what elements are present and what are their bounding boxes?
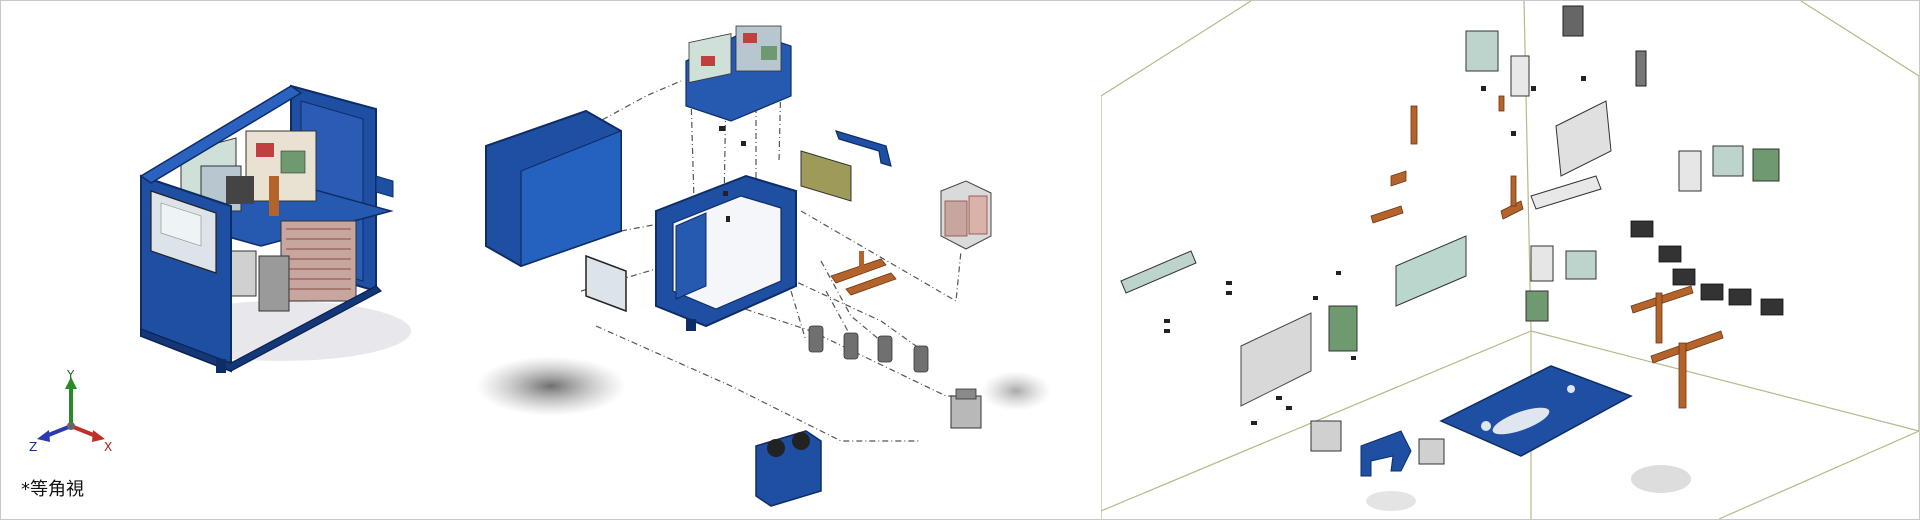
driver-board-3 xyxy=(1525,290,1549,322)
power-module-parts xyxy=(1630,220,1784,316)
heatsink-plate-part xyxy=(1555,100,1612,177)
assembled-cabinet-drawing[interactable]: Y X Z xyxy=(1,1,461,519)
y-axis-arrowhead xyxy=(65,377,77,389)
pcb-stack-exploded xyxy=(685,25,792,122)
perforated-plate-part xyxy=(1240,312,1312,407)
x-axis-arrowhead xyxy=(92,430,105,442)
driver-board-2 xyxy=(1565,250,1597,280)
capacitors-exploded xyxy=(808,325,929,373)
pcb-small-part xyxy=(1328,305,1358,352)
main-frame-exploded xyxy=(655,174,797,331)
busbar-vertical xyxy=(269,176,279,216)
triad-origin xyxy=(67,422,75,430)
module-block-2 xyxy=(1510,55,1530,97)
z-axis-arrow xyxy=(45,424,72,438)
rail-part xyxy=(1530,175,1602,210)
component-spread-panel[interactable] xyxy=(1101,1,1919,519)
io-board-1 xyxy=(1678,150,1702,192)
copper-bracket-parts xyxy=(1370,95,1724,409)
z-axis-label: Z xyxy=(29,440,37,454)
shadow-blob-2 xyxy=(1366,491,1416,511)
y-axis-label: Y xyxy=(66,368,75,382)
driver-board-1 xyxy=(1530,245,1554,282)
display-screen xyxy=(160,202,202,247)
cabinet-base-rail xyxy=(140,285,382,372)
front-display-exploded xyxy=(585,254,627,313)
light-bar-part xyxy=(1120,250,1197,294)
z-axis-arrowhead xyxy=(37,430,50,442)
capacitor-can xyxy=(258,255,290,312)
exploded-assembly-drawing[interactable] xyxy=(461,1,1101,519)
glass-cover-part xyxy=(1395,235,1467,307)
side-mount-tab xyxy=(375,175,394,198)
board-ic-green xyxy=(280,150,306,174)
choke-exploded xyxy=(950,388,982,429)
transformer-small-part xyxy=(1310,420,1342,452)
io-board-3 xyxy=(1752,148,1780,182)
transformer-coil xyxy=(280,220,357,302)
fastener-parts xyxy=(1164,76,1586,425)
component-spread-drawing[interactable] xyxy=(1101,1,1919,519)
orientation-triad[interactable]: Y X Z xyxy=(29,368,112,454)
io-board-2 xyxy=(1712,145,1744,177)
x-axis-label: X xyxy=(104,440,112,454)
module-block-1 xyxy=(1465,30,1499,72)
busbars-exploded xyxy=(830,251,897,296)
cabinet-foot xyxy=(216,359,226,373)
floor-shadow-small xyxy=(981,371,1051,411)
choke-small-part xyxy=(1418,438,1445,465)
module-block-4 xyxy=(1635,50,1647,87)
cabinet-top-rail xyxy=(139,85,303,184)
view-orientation-label: *等角視 xyxy=(21,479,84,500)
shadow-blob-1 xyxy=(1631,465,1691,493)
power-module xyxy=(226,176,254,204)
u-cover-exploded xyxy=(485,109,622,268)
transformer-exploded xyxy=(940,180,992,250)
assembled-view-panel[interactable]: Y X Z *等角視 xyxy=(1,1,461,519)
module-block-3 xyxy=(1562,5,1584,37)
bracket-exploded xyxy=(835,130,892,167)
fan-box-exploded xyxy=(755,430,822,507)
exploded-view-panel[interactable] xyxy=(461,1,1101,519)
board-relay-red xyxy=(256,143,274,157)
mesh-plate-exploded xyxy=(800,150,852,202)
x-axis-arrow xyxy=(70,424,97,438)
u-bracket-part xyxy=(1360,430,1412,477)
base-plate-part xyxy=(1439,365,1633,457)
floor-shadow xyxy=(476,356,626,416)
fasteners-exploded xyxy=(719,126,746,222)
